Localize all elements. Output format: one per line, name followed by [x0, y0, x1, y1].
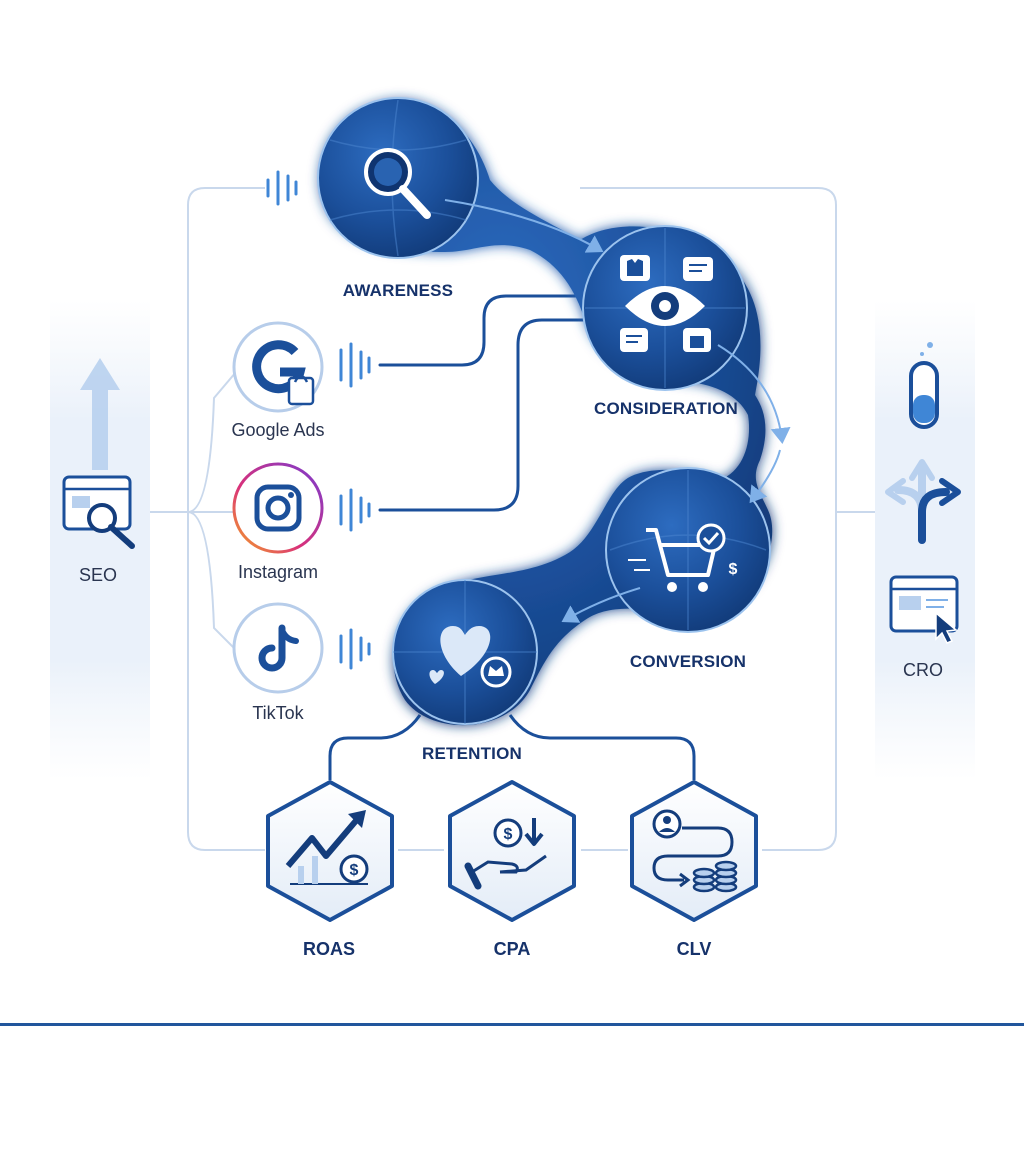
seo-label: SEO — [78, 565, 118, 585]
customer-coins-icon — [652, 809, 738, 893]
review-icon — [620, 328, 648, 352]
tshirt-icon — [620, 255, 650, 281]
google-ads-label: Google Ads — [231, 420, 325, 440]
tiktok-icon — [258, 624, 299, 672]
chat-icon — [683, 257, 713, 281]
channel-google-ads[interactable] — [232, 321, 324, 413]
svg-text:$: $ — [504, 826, 513, 843]
bag-icon — [683, 328, 711, 352]
eye-icon — [625, 286, 705, 326]
shopping-cart-icon: $ — [628, 523, 738, 592]
awareness-label: AWARENESS — [342, 281, 454, 300]
frame-connectors — [150, 187, 875, 851]
flow-arrows — [444, 199, 791, 623]
retention-links — [328, 714, 696, 780]
cro-browser-cursor-icon — [889, 575, 959, 644]
seo-browser-search-icon — [62, 475, 135, 549]
retention-label: RETENTION — [421, 744, 523, 763]
hand-coin-icon: $ — [464, 818, 547, 890]
channel-links — [378, 294, 594, 512]
stage-conversion[interactable]: $ — [605, 467, 771, 633]
svg-text:$: $ — [350, 862, 359, 879]
stage-awareness[interactable] — [317, 97, 479, 259]
bottom-divider — [0, 1023, 1024, 1026]
split-arrows-icon — [885, 459, 961, 544]
google-icon — [252, 340, 315, 406]
conversion-label: CONVERSION — [629, 652, 747, 671]
channel-instagram[interactable] — [232, 462, 324, 554]
seo-growth-arrow — [80, 358, 120, 470]
svg-text:$: $ — [729, 561, 738, 578]
kpi-roas[interactable]: $ — [266, 780, 394, 922]
growth-chart-icon: $ — [285, 810, 369, 885]
cpa-label: CPA — [493, 939, 531, 959]
signal-waves — [266, 170, 371, 670]
instagram-label: Instagram — [237, 562, 319, 582]
tiktok-label: TikTok — [252, 703, 304, 723]
channel-tiktok[interactable] — [232, 602, 324, 694]
cro-label: CRO — [903, 660, 943, 680]
test-tube-icon — [909, 342, 939, 429]
kpi-cpa[interactable]: $ — [448, 780, 576, 922]
instagram-icon — [254, 484, 302, 532]
consideration-label: CONSIDERATION — [594, 399, 738, 418]
heart-icon — [429, 626, 512, 688]
clv-label: CLV — [676, 939, 712, 959]
roas-label: ROAS — [302, 939, 356, 959]
stage-consideration[interactable] — [582, 225, 748, 391]
magnifier-icon — [364, 148, 431, 219]
kpi-clv[interactable] — [630, 780, 758, 922]
stage-retention[interactable] — [392, 579, 538, 725]
